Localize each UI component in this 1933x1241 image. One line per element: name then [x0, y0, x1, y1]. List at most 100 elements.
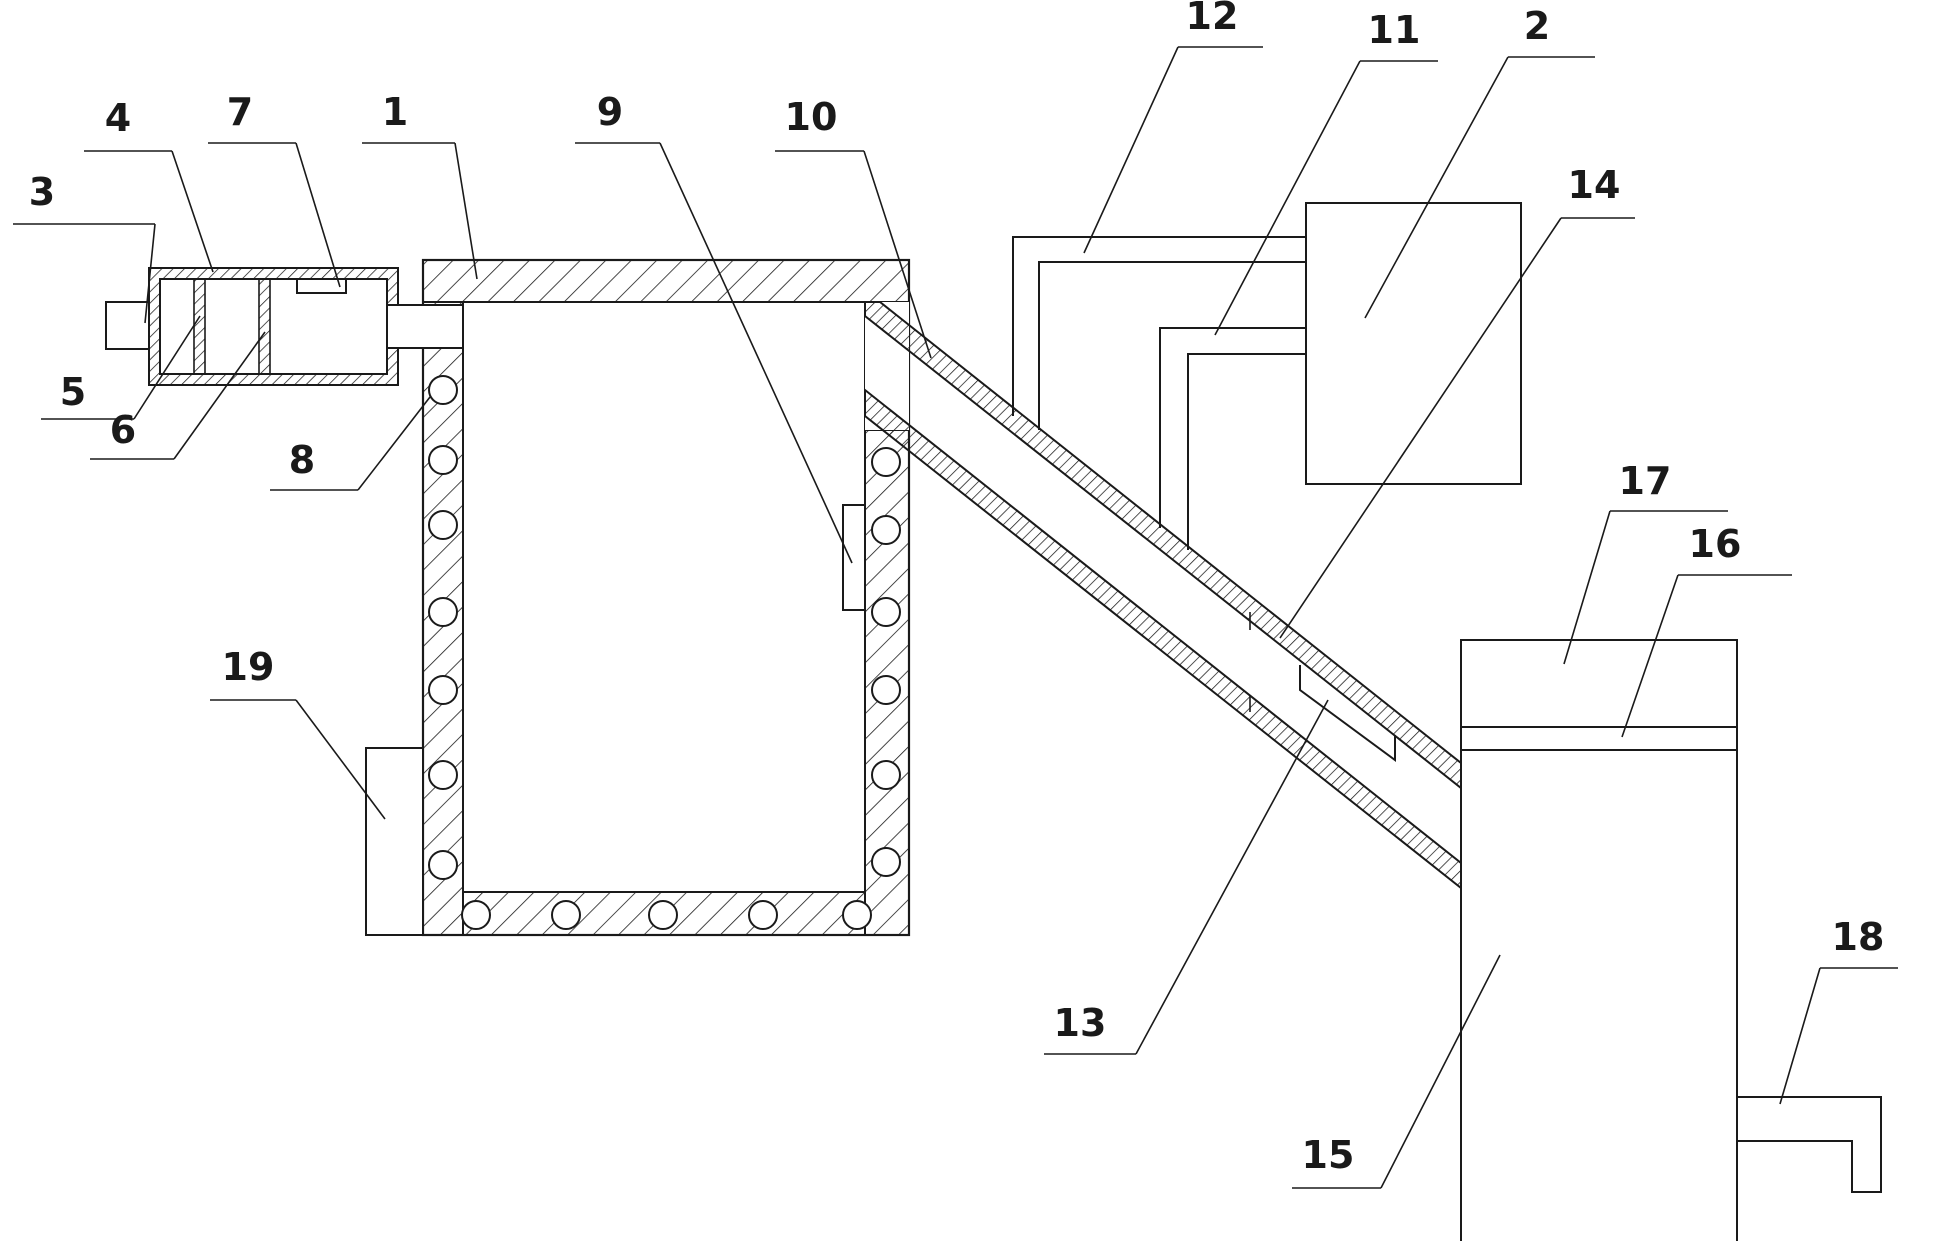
- callout-4: 4: [84, 96, 214, 273]
- callout-label: 6: [110, 408, 136, 452]
- callout-label: 13: [1054, 1001, 1107, 1045]
- callout-leader: [1135, 699, 1329, 1055]
- callout-leader: [133, 315, 201, 420]
- callout-label: 11: [1368, 8, 1421, 52]
- callout-label: 19: [222, 645, 275, 689]
- inlet-pipe: [386, 304, 464, 349]
- callout-label: 10: [785, 95, 838, 139]
- tank-top-wall: [422, 259, 910, 303]
- callout-leader: [144, 223, 156, 324]
- callout-label: 16: [1689, 522, 1742, 566]
- callout-10: 10: [775, 95, 932, 359]
- callout-1: 1: [362, 90, 478, 280]
- callout-leader: [454, 142, 478, 280]
- callout-18: 18: [1779, 915, 1898, 1105]
- callout-label: 7: [227, 90, 253, 134]
- callout-leader: [863, 150, 932, 359]
- coil-8: [871, 447, 901, 477]
- callout-label: 12: [1186, 0, 1239, 38]
- callout-16: 16: [1621, 522, 1792, 738]
- callout-8: 8: [270, 396, 431, 491]
- main-tank: [421, 258, 911, 937]
- coil-15: [551, 900, 581, 930]
- piston-5: [193, 278, 206, 375]
- callout-leader: [1214, 60, 1361, 336]
- coil-16: [648, 900, 678, 930]
- coil-6: [428, 760, 458, 790]
- callout-11: 11: [1214, 8, 1438, 336]
- coil-1: [428, 375, 458, 405]
- callout-13: 13: [1044, 699, 1329, 1055]
- callout-label: 17: [1619, 459, 1672, 503]
- coil-3: [428, 510, 458, 540]
- coil-11: [871, 675, 901, 705]
- coil-5: [428, 675, 458, 705]
- coil-7: [428, 850, 458, 880]
- callout-leader: [659, 142, 853, 564]
- callout-leader: [1380, 954, 1501, 1189]
- coil-17: [748, 900, 778, 930]
- callout-9: 9: [575, 90, 853, 564]
- coil-12: [871, 760, 901, 790]
- callout-2: 2: [1364, 4, 1595, 319]
- drain-pipe: [1737, 1096, 1882, 1193]
- callout-leader: [1279, 217, 1562, 639]
- callout-leader: [295, 142, 341, 288]
- callout-15: 15: [1292, 954, 1501, 1189]
- callout-label: 5: [60, 370, 86, 414]
- callout-label: 14: [1568, 163, 1621, 207]
- callout-label: 4: [105, 96, 131, 140]
- callout-label: 18: [1832, 915, 1885, 959]
- coil-9: [871, 515, 901, 545]
- callout-5: 5: [41, 315, 201, 420]
- callout-leader: [1364, 56, 1509, 319]
- pump-assembly: [105, 267, 464, 386]
- piston-6: [258, 278, 271, 375]
- callout-14: 14: [1279, 163, 1635, 639]
- callout-label: 15: [1302, 1133, 1355, 1177]
- callout-leader: [173, 331, 266, 460]
- callout-label: 1: [382, 90, 408, 134]
- callout-17: 17: [1563, 459, 1728, 665]
- callout-label: 8: [289, 438, 315, 482]
- wire-11b: [1187, 353, 1306, 550]
- coil-4: [428, 597, 458, 627]
- callout-7: 7: [208, 90, 341, 288]
- control-box: [1012, 202, 1522, 550]
- collection-tank-body: [1460, 639, 1738, 1241]
- callout-label: 3: [29, 170, 55, 214]
- tank-inner-chamber: [462, 301, 866, 893]
- baffle: [1299, 665, 1396, 762]
- wire-12a: [1012, 236, 1306, 416]
- callout-12: 12: [1083, 0, 1263, 254]
- sensor-block: [842, 504, 866, 611]
- callout-leader: [1083, 46, 1179, 254]
- mount-bracket: [365, 747, 424, 936]
- callout-6: 6: [90, 331, 266, 460]
- controller: [1305, 202, 1522, 485]
- coil-13: [871, 847, 901, 877]
- callout-label: 9: [597, 90, 623, 134]
- coil-10: [871, 597, 901, 627]
- callout-3: 3: [13, 170, 156, 324]
- collection-tank: [1460, 639, 1882, 1241]
- heating-coils: [428, 375, 901, 930]
- callout-leader: [1779, 967, 1821, 1105]
- callout-label: 2: [1524, 4, 1550, 48]
- callout-leader: [295, 699, 386, 820]
- callout-leader: [1621, 574, 1679, 738]
- coil-18: [842, 900, 872, 930]
- tank-outline: [421, 258, 911, 937]
- callout-leader: [357, 396, 431, 491]
- callout-leader: [171, 150, 214, 273]
- callout-19: 19: [210, 645, 386, 820]
- coil-2: [428, 445, 458, 475]
- motor-stub: [105, 301, 150, 350]
- coil-14: [461, 900, 491, 930]
- callout-leader: [1563, 510, 1611, 665]
- wire-12b: [1038, 261, 1306, 430]
- wire-11a: [1159, 327, 1306, 528]
